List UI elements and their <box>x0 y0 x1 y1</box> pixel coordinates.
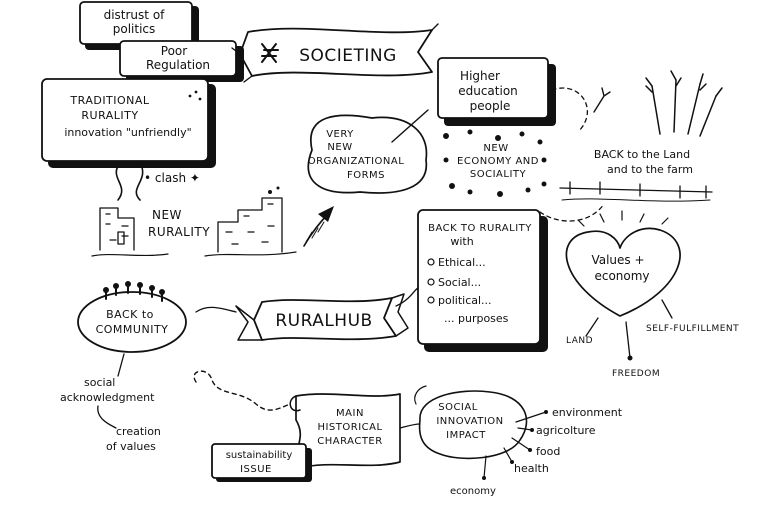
sustainability-line-1: sustainability <box>226 450 293 461</box>
connector-values-freedom <box>625 321 631 359</box>
back-to-rurality-node: BACK TO RURALITY with Ethical... Social.… <box>417 209 548 352</box>
distrust-of-politics-node: distrust of politics <box>79 1 199 50</box>
very-new-organizational-forms-node: VERY NEW ORGANIZATIONAL FORMS <box>307 114 428 194</box>
back-to-rurality-line-2: with <box>450 235 473 248</box>
ruralhub-banner: RURALHUB <box>235 293 409 341</box>
very-new-line-3: ORGANIZATIONAL <box>308 156 405 167</box>
values-line-1: Values + <box>591 253 644 267</box>
impact-branches <box>482 410 548 480</box>
clash-stroke-2 <box>135 162 144 201</box>
fence-icon <box>559 181 713 202</box>
main-historical-line-1: MAIN <box>336 408 364 419</box>
values-line-2: economy <box>594 269 649 283</box>
main-historical-line-2: HISTORICAL <box>317 422 382 433</box>
back-to-land-line-1: BACK to the Land <box>594 148 690 161</box>
social-innovation-impact-node: SOCIAL INNOVATION IMPACT <box>414 385 528 460</box>
societing-banner: SOCIETING <box>231 23 439 83</box>
back-to-land-node: BACK to the Land and to the farm <box>559 70 723 202</box>
social-innovation-line-1: SOCIAL <box>438 402 478 413</box>
higher-education-node: Higher education people <box>437 57 556 126</box>
connector-historical-impact <box>399 423 421 429</box>
community-line-2: COMMUNITY <box>96 323 169 336</box>
poor-regulation-node: Poor Regulation <box>119 40 244 82</box>
freedom-label: FREEDOM <box>612 369 660 379</box>
connector-ack-creation <box>97 405 117 429</box>
village-left-icon <box>91 207 169 257</box>
impact-economy: economy <box>450 486 496 497</box>
very-new-line-2: NEW <box>327 142 352 153</box>
clash-stroke-1 <box>115 162 123 201</box>
people-icon <box>103 281 165 302</box>
rurality-item-purposes: ... purposes <box>444 312 509 325</box>
land-label: LAND <box>566 336 593 346</box>
connector-community-ack <box>117 353 125 377</box>
sustainability-issue-node: sustainability ISSUE <box>211 443 312 482</box>
impact-environment: environment <box>552 406 623 419</box>
back-to-community-node: BACK to COMMUNITY <box>77 281 187 353</box>
poor-regulation-line-1: Poor <box>161 44 187 58</box>
higher-ed-line-3: people <box>470 99 511 113</box>
social-ack-line-1: social <box>84 376 115 389</box>
connector-higher-ed-to-land <box>551 87 589 133</box>
connector-dotted-loop <box>193 370 291 411</box>
village-right-icon <box>204 186 297 257</box>
impact-health: health <box>514 462 549 475</box>
societing-title: SOCIETING <box>299 46 397 66</box>
distrust-line-1: distrust of <box>104 8 166 22</box>
new-rurality-line-1: NEW <box>152 208 182 222</box>
community-line-1: BACK to <box>106 308 154 321</box>
sparkle-dots <box>188 90 202 101</box>
self-fulfillment-label: SELF-FULFILLMENT <box>646 324 739 334</box>
new-rurality-line-2: RURALITY <box>148 225 210 239</box>
social-ack-line-2: acknowledgment <box>60 391 155 404</box>
connector-ruralhub-rurality <box>395 287 419 307</box>
social-innovation-line-2: INNOVATION <box>436 416 503 427</box>
higher-ed-line-1: Higher <box>460 69 500 83</box>
very-new-line-4: FORMS <box>347 170 385 181</box>
wheat-icon <box>593 70 723 137</box>
new-economy-dots <box>443 129 547 197</box>
traditional-rurality-node: TRADITIONAL RURALITY innovation "unfrien… <box>41 78 216 168</box>
main-historical-line-3: CHARACTER <box>317 436 382 447</box>
poor-regulation-line-2: Regulation <box>146 58 210 72</box>
new-economy-line-3: SOCIALITY <box>470 169 527 180</box>
social-innovation-line-3: IMPACT <box>446 430 486 441</box>
heart-rays-icon <box>577 210 669 227</box>
traditional-line-2: RURALITY <box>81 109 138 122</box>
sustainability-line-2: ISSUE <box>240 464 272 475</box>
distrust-line-2: politics <box>113 22 156 36</box>
impact-food: food <box>536 445 560 458</box>
rurality-item-ethical: Ethical... <box>438 256 486 269</box>
connector-land-to-rurality <box>539 203 605 222</box>
new-rurality-node: NEW RURALITY <box>91 186 297 257</box>
traditional-line-1: TRADITIONAL <box>69 94 150 107</box>
arrow-icon <box>303 206 334 247</box>
connector-ruralhub-community <box>195 306 237 313</box>
creation-line-2: of values <box>106 440 156 453</box>
higher-ed-line-2: education <box>458 84 518 98</box>
rurality-item-political: political... <box>438 294 492 307</box>
ruralhub-title: RURALHUB <box>275 311 372 331</box>
traditional-subtitle: innovation "unfriendly" <box>64 126 191 139</box>
connector-values-self <box>661 299 673 319</box>
new-economy-line-1: NEW <box>483 143 508 154</box>
back-to-land-line-2: and to the farm <box>607 163 693 176</box>
creation-line-1: creation <box>116 425 161 438</box>
connector-values-land <box>585 317 599 337</box>
rurality-item-social: Social... <box>438 276 481 289</box>
hash-icon <box>261 43 279 63</box>
clash-label: • clash ✦ <box>144 171 200 185</box>
values-economy-node: Values + economy <box>565 210 681 317</box>
impact-agricolture: agricolture <box>536 424 596 437</box>
connector-very-new-to-higher-ed <box>391 109 429 143</box>
back-to-rurality-line-1: BACK TO RURALITY <box>428 223 532 234</box>
very-new-line-1: VERY <box>326 129 354 140</box>
new-economy-node: NEW ECONOMY AND SOCIALITY <box>457 143 539 180</box>
new-economy-line-2: ECONOMY AND <box>457 156 539 167</box>
